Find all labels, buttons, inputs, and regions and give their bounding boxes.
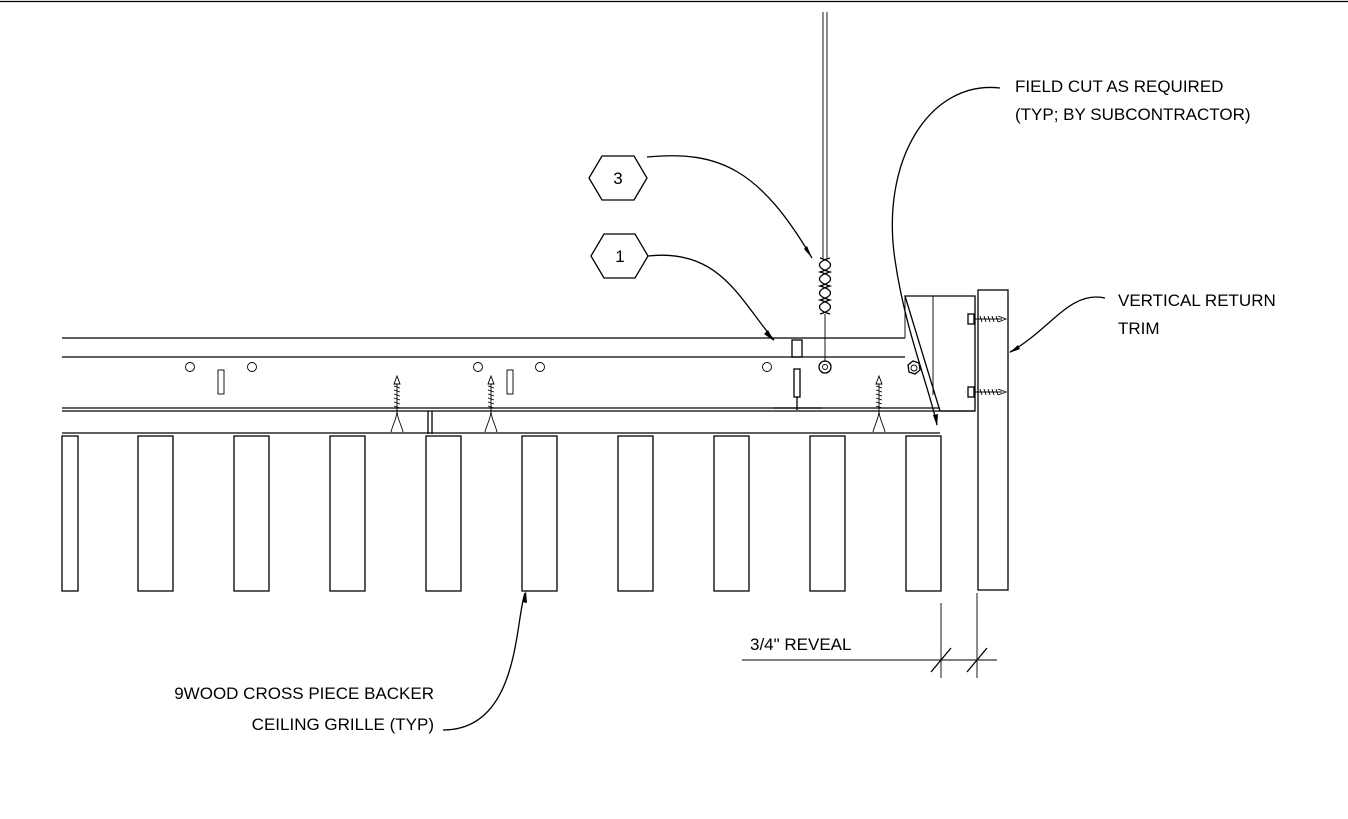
wood-screws-horizontal bbox=[967, 313, 1008, 398]
field-cut-label-line1: FIELD CUT AS REQUIRED bbox=[1015, 77, 1223, 96]
wood-slat bbox=[425, 435, 462, 592]
clip-fastener bbox=[774, 339, 822, 410]
grille-leader bbox=[442, 591, 527, 731]
reveal-label: 3/4" REVEAL bbox=[750, 635, 851, 654]
wood-slat bbox=[233, 435, 270, 592]
reveal-dimension bbox=[742, 593, 997, 678]
wood-slat bbox=[905, 435, 942, 592]
keynote-3: 3 bbox=[588, 155, 813, 259]
channel-splice bbox=[427, 411, 433, 434]
vertical-return-leader bbox=[1009, 296, 1106, 353]
keynote-1-label: 1 bbox=[615, 247, 624, 266]
wood-slat bbox=[713, 435, 750, 592]
vertical-return-trim bbox=[977, 289, 1009, 591]
wood-slat bbox=[137, 435, 174, 592]
grille-label-line2: CEILING GRILLE (TYP) bbox=[252, 715, 434, 734]
wood-slat bbox=[329, 435, 366, 592]
wood-screws-down bbox=[390, 374, 886, 433]
angle-bracket bbox=[904, 295, 976, 412]
wood-slat bbox=[617, 435, 654, 592]
hanger-wire bbox=[817, 12, 833, 374]
vertical-return-label-line2: TRIM bbox=[1118, 319, 1160, 338]
keynote-3-label: 3 bbox=[613, 169, 622, 188]
field-cut-label-line2: (TYP; BY SUBCONTRACTOR) bbox=[1015, 105, 1251, 124]
grille-label-line1: 9WOOD CROSS PIECE BACKER bbox=[174, 684, 434, 703]
wood-slat bbox=[61, 435, 79, 592]
vertical-return-label-line1: VERTICAL RETURN bbox=[1118, 291, 1276, 310]
wood-slats bbox=[61, 435, 942, 592]
wood-slat bbox=[809, 435, 846, 592]
carrier-channel bbox=[62, 337, 975, 434]
field-cut-leader bbox=[891, 86, 1001, 426]
wood-slat bbox=[521, 435, 558, 592]
keynote-1: 1 bbox=[590, 233, 775, 341]
